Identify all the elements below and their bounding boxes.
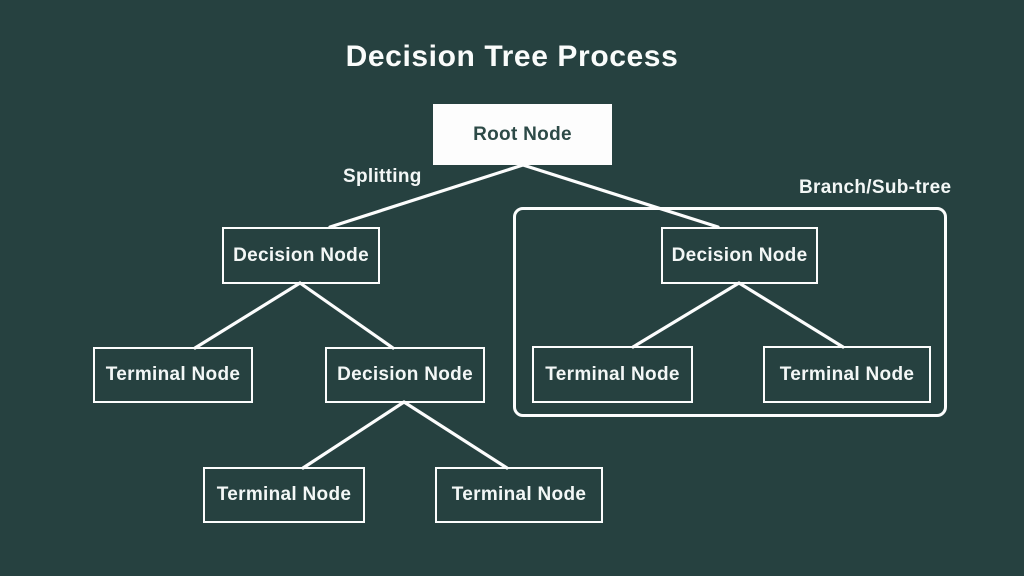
page-title: Decision Tree Process: [345, 40, 679, 73]
decision-node-middle: Decision Node: [325, 347, 485, 403]
connector-middec-to-terminal1: [301, 400, 406, 470]
branch-subtree-label: Branch/Sub-tree: [799, 177, 952, 198]
connector-root-to-right-decision: [521, 163, 720, 229]
connector-middec-to-terminal2: [402, 400, 509, 470]
connector-leftdec-to-middec: [298, 281, 395, 350]
connector-rightdec-to-terminal1: [631, 281, 741, 349]
bottom-terminal-node-right: Terminal Node: [435, 467, 603, 523]
bottom-terminal-node-left: Terminal Node: [203, 467, 365, 523]
branch-terminal-node-right: Terminal Node: [763, 346, 931, 403]
decision-node-right: Decision Node: [661, 227, 818, 284]
splitting-label: Splitting: [343, 166, 422, 187]
connector-rightdec-to-terminal2: [737, 281, 845, 349]
root-node: Root Node: [433, 104, 612, 165]
branch-subtree-frame: [513, 207, 947, 417]
connector-leftdec-to-terminal: [193, 281, 302, 350]
terminal-node-left: Terminal Node: [93, 347, 253, 403]
branch-terminal-node-left: Terminal Node: [532, 346, 693, 403]
decision-node-left: Decision Node: [222, 227, 380, 284]
connector-root-to-left-decision: [328, 163, 525, 229]
